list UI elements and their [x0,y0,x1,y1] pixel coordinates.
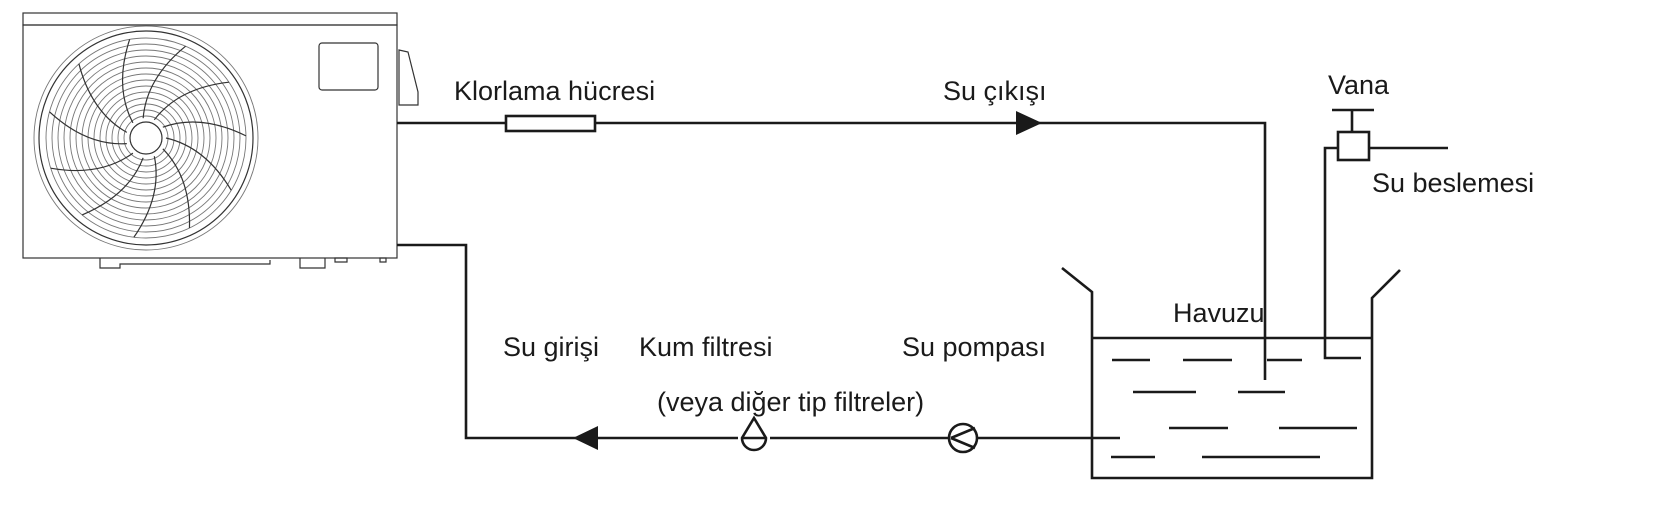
water-outlet-label: Su çıkışı [943,76,1047,106]
filter-note-label: (veya diğer tip filtreler) [657,387,924,417]
water-inlet-label: Su girişi [503,332,599,362]
sand-filter-label: Kum filtresi [639,332,773,362]
valve-label: Vana [1328,70,1390,100]
control-panel [318,42,379,91]
chlorinator-cell [504,114,597,133]
water-pump-icon [947,422,979,454]
sand-filter-icon [740,415,768,452]
water-pump-label: Su pompası [902,332,1046,362]
valve-icon [1332,108,1374,162]
pool-label: Havuzu [1173,298,1265,328]
flow-arrow-right-icon [1016,111,1042,135]
chlorinator-label: Klorlama hücresi [454,76,655,106]
side-bracket [398,49,419,106]
supply-pipe [1323,146,1448,360]
return-pipe [397,243,1120,440]
flow-arrow-left-icon [573,426,598,450]
fan-grille-icon [33,25,259,251]
outlet-pipe [397,121,1267,380]
heat-pump-unit [22,12,419,269]
water-supply-label: Su beslemesi [1372,168,1534,198]
